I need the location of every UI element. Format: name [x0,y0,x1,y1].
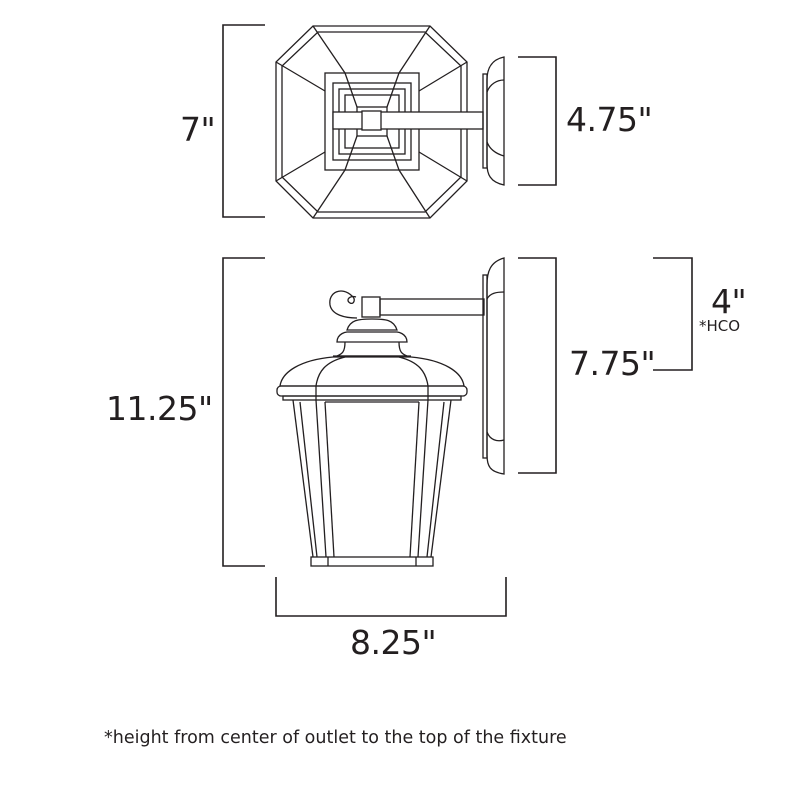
hco-label: 4" [711,282,747,321]
dim-hco [653,257,693,371]
top-view-arm [332,110,484,131]
side-backplate-label: 7.75" [569,344,656,383]
side-view-backplate [482,257,505,475]
dim-side-height [222,257,265,567]
dim-side-backplate [518,257,557,474]
top-view-backplate [482,56,505,186]
side-view-cage [292,399,452,567]
dim-top-depth [222,24,265,218]
hco-tag: *HCO [699,317,741,335]
footnote: *height from center of outlet to the top… [104,728,567,748]
top-depth-label: 7" [180,110,216,149]
side-width-label: 8.25" [350,623,437,662]
side-view-finial [333,318,411,357]
dim-top-backplate [518,56,557,186]
side-view-arm [329,290,485,319]
side-height-label: 11.25" [106,389,213,428]
side-view-roof [276,356,468,401]
dim-side-width [275,577,507,617]
top-backplate-label: 4.75" [566,100,653,139]
